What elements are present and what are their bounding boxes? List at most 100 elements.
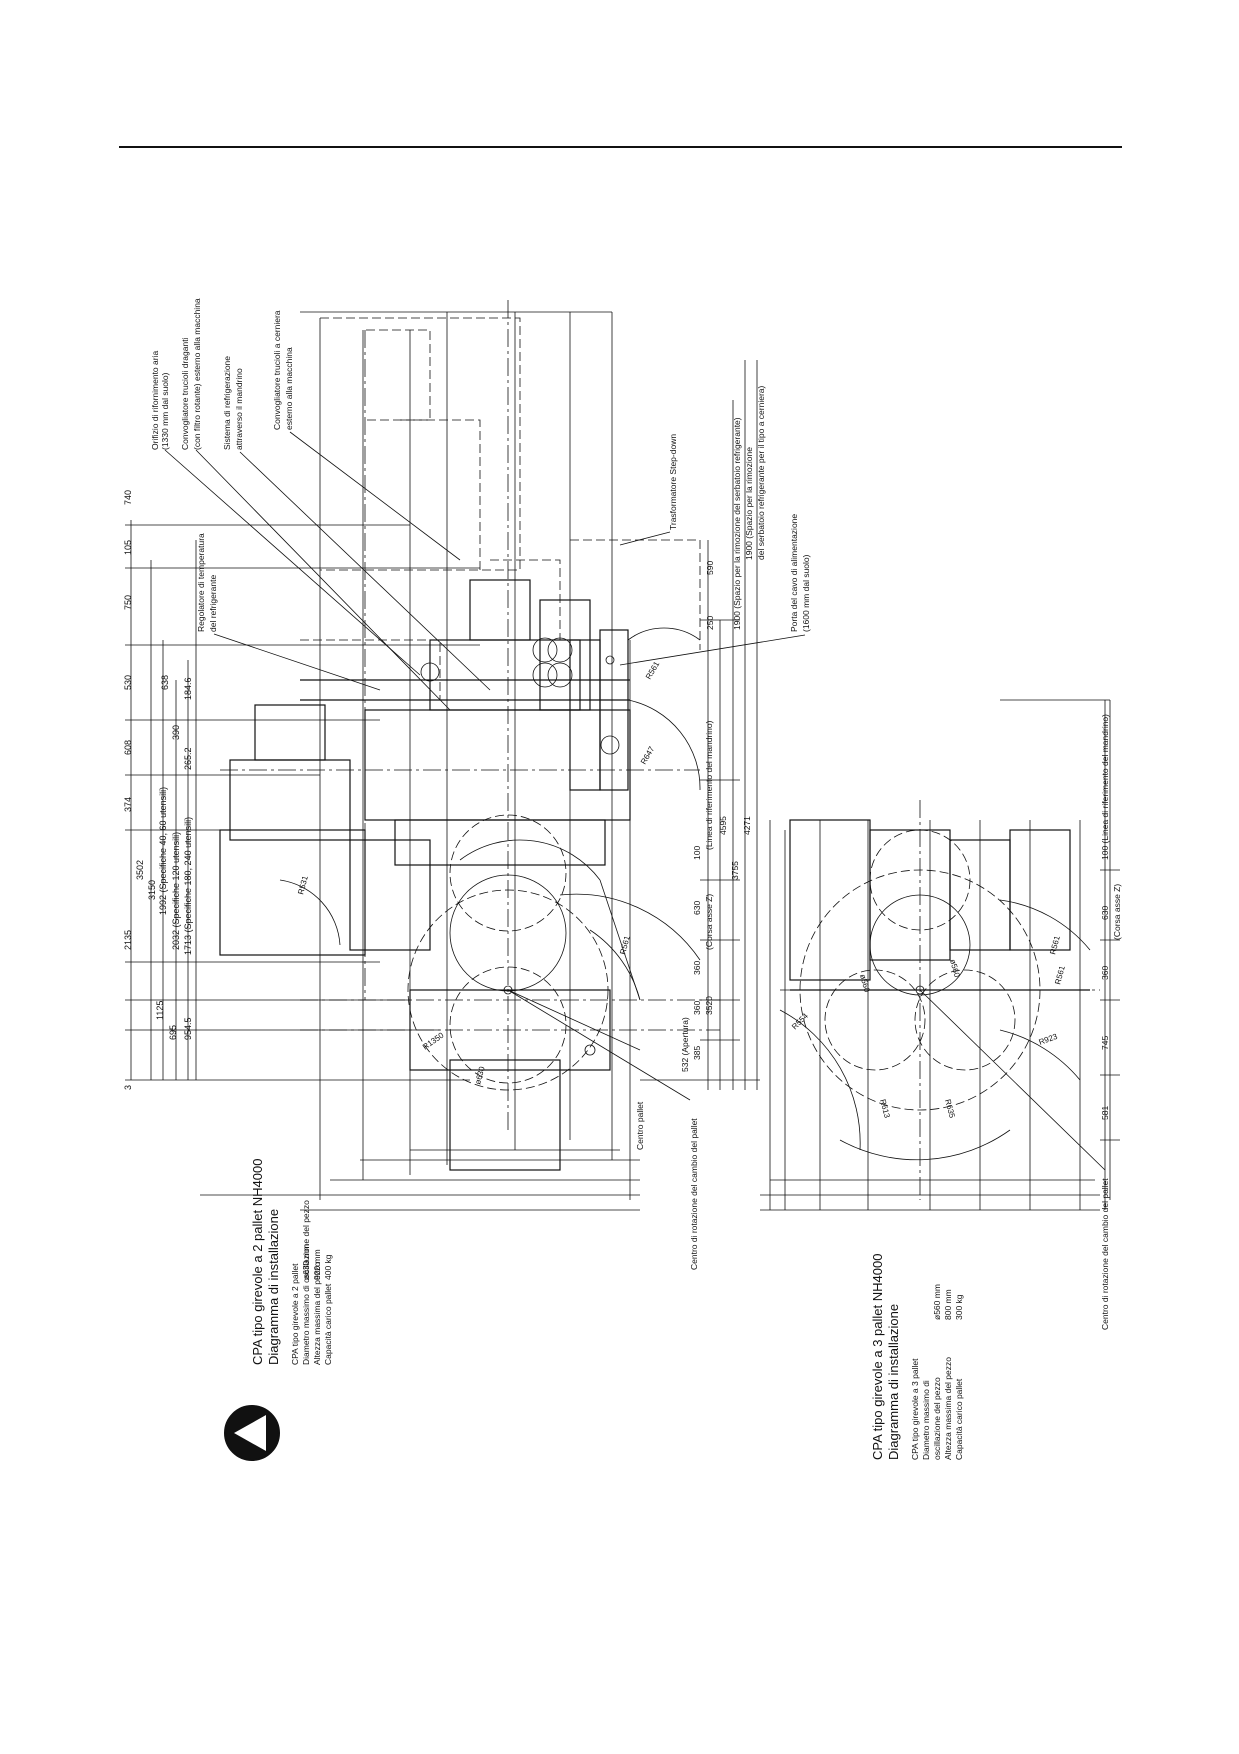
dim-590: 590 <box>705 561 715 575</box>
callout-coolant-spindle-note: attraverso il mandrino <box>234 368 244 450</box>
dim-374: 374 <box>123 797 133 812</box>
drawing-2pallet: 740 105 750 530 608 374 2135 1125 695 3 … <box>123 298 811 1365</box>
spec-height-value-2p: 900 mm <box>312 1249 322 1280</box>
dim-1992: 1992 (Specifiche 40, 60 utensili) <box>158 787 168 915</box>
spec-load-value-2p: 400 kg <box>323 1254 333 1280</box>
dim-1713: 1713 (Specifiche 180, 240 utensili) <box>183 817 193 955</box>
dim-3p-360: 360 <box>1100 966 1110 980</box>
dim-360-a: 360 <box>692 961 702 975</box>
label-z-axis-stroke: (Corsa asse Z) <box>704 894 714 950</box>
dimension-texts-3p: 100 (Linea di riferimento del mandrino) … <box>1100 714 1122 1120</box>
pallet-swing-area-3p <box>779 829 1091 1161</box>
dim-3p-z-stroke: (Corsa asse Z) <box>1112 884 1122 940</box>
title-3pallet: CPA tipo girevole a 3 pallet NH4000 <box>870 1254 885 1460</box>
dimension-lines-left <box>125 520 480 1081</box>
label-rotation-center-3p: Centro di rotazione del cambio del palle… <box>1100 1178 1110 1330</box>
radius-3p-o560-b: ø560 <box>948 958 962 978</box>
radius-3p-r561-a: R561 <box>1048 934 1062 955</box>
dim-100: 100 <box>692 846 702 860</box>
radius-3p-r923: R923 <box>1038 1032 1060 1047</box>
dim-3p-630: 630 <box>1100 906 1110 920</box>
radius-r561-a: R561 <box>644 659 662 681</box>
spec-load-value-3p: 300 kg <box>954 1294 964 1320</box>
spec-block-3p: CPA tipo girevole a 3 pallet NH4000 Diag… <box>870 1254 964 1460</box>
spec-height-value-3p: 800 mm <box>943 1289 953 1320</box>
radius-r1350: R1350 <box>421 1030 446 1051</box>
machine-body <box>219 579 631 1171</box>
dim-638: 638 <box>160 675 170 690</box>
dim-3: 3 <box>123 1085 133 1090</box>
dim-750: 750 <box>123 595 133 610</box>
spec-swing-value-2p: ø630 mm <box>301 1244 311 1280</box>
callouts-top: Orifizio di rifornimento aria (1330 mm d… <box>150 298 811 632</box>
drawing-3pallet: R561 R561 R554 R613 R923 R635 ø560 ø560 … <box>760 699 1122 1460</box>
dim-385: 385 <box>692 1046 702 1060</box>
center-callout-3p: Centro di rotazione del cambio del palle… <box>919 989 1110 1330</box>
radius-o630: ø630 <box>473 1065 487 1085</box>
dim-1125: 1125 <box>155 1001 165 1020</box>
triangle-in-circle-logo <box>224 1405 280 1461</box>
dim-184-6: 184.6 <box>183 677 193 700</box>
dimension-lines-right <box>640 360 760 1090</box>
callout-tank-space: 1900 (Spazio per la rimozione del serbat… <box>732 417 742 630</box>
dim-3p-581: 581 <box>1100 1106 1110 1120</box>
radius-labels-2p: R561 R647 R561 R531 R1350 ø630 <box>296 659 661 1085</box>
dim-740: 740 <box>123 490 133 505</box>
spec-load-label-3p: Capacità carico pallet <box>954 1378 964 1460</box>
dim-250: 250 <box>705 616 715 630</box>
dim-390: 390 <box>171 725 181 740</box>
spec-swing-label-2p: Diametro massimo di oscillazione del pez… <box>301 1200 311 1365</box>
radius-labels-3p: R561 R561 R554 R613 R923 R635 ø560 ø560 <box>790 934 1067 1119</box>
radius-3p-r561-b: R561 <box>1053 964 1067 985</box>
callout-coolant-temp: Regolatore di temperatura <box>196 533 206 632</box>
spec-swing-label-a-3p: Diametro massimo di <box>921 1380 931 1460</box>
pump-circles <box>420 637 620 755</box>
center-callouts-2p: Centro pallet Centro di rotazione del ca… <box>507 989 699 1270</box>
dim-3502: 3502 <box>135 860 145 880</box>
dim-532: 532 (Apertura) <box>680 1017 690 1072</box>
subtitle-3pallet: Diagramma di installazione <box>886 1304 901 1460</box>
dim-4595: 4595 <box>718 816 728 835</box>
optional-equipment-outlines <box>300 317 701 700</box>
callout-hinge-note: esterno alla macchina <box>284 347 294 430</box>
machine-envelope <box>200 311 640 1211</box>
spec-height-label-3p: Altezza massima del pezzo <box>943 1357 953 1460</box>
label-pallet-center: Centro pallet <box>635 1101 645 1150</box>
radius-3p-r613: R613 <box>878 1098 892 1119</box>
dim-530: 530 <box>123 675 133 690</box>
dim-3p-100: 100 (Linea di riferimento del mandrino) <box>1100 714 1110 860</box>
pallet-swing-area <box>279 627 701 1091</box>
dimension-texts-right: 590 250 100 630 360 360 385 532 (Apertur… <box>680 561 752 1072</box>
spec-swing-label-b-3p: oscillazione del pezzo <box>932 1377 942 1460</box>
spec-load-label-2p: Capacità carico pallet <box>323 1283 333 1365</box>
dim-608: 608 <box>123 740 133 755</box>
dim-4271: 4271 <box>742 816 752 835</box>
dim-2135: 2135 <box>123 930 133 950</box>
centerlines-3p <box>780 800 1100 1200</box>
spec-swing-value-3p: ø560 mm <box>932 1284 942 1320</box>
callout-air: Orifizio di rifornimento aria <box>150 351 160 450</box>
spec-type-2p: CPA tipo girevole a 2 pallet <box>290 1263 300 1365</box>
dimension-texts-left: 740 105 750 530 608 374 2135 1125 695 3 … <box>123 490 193 1090</box>
callout-power: Porta del cavo di alimentazione <box>789 514 799 632</box>
dim-105: 105 <box>123 540 133 555</box>
dim-360-b: 360 <box>692 1001 702 1015</box>
radius-r647: R647 <box>639 744 657 766</box>
callout-hinge: Convogliatore trucioli a cerniera <box>272 310 282 430</box>
dim-954-5: 954.5 <box>183 1017 193 1040</box>
subtitle-2pallet: Diagramma di installazione <box>266 1209 281 1365</box>
callout-power-note: (1600 mm dal suolo) <box>801 554 811 632</box>
radius-3p-r635: R635 <box>943 1098 957 1119</box>
centerlines <box>220 300 720 1130</box>
dim-3150: 3150 <box>147 880 157 900</box>
radius-r531: R531 <box>296 874 310 895</box>
callout-tank-space-c: del serbatoio refrigerante per il tipo a… <box>756 385 766 560</box>
dim-3520: 3520 <box>704 996 714 1015</box>
dim-695: 695 <box>168 1025 178 1040</box>
spec-type-3p: CPA tipo girevole a 3 pallet <box>910 1358 920 1460</box>
callout-coolant-temp-note: del refrigerante <box>208 575 218 632</box>
callout-chip-drag: Convogliatore trucioli draganti <box>180 337 190 450</box>
callout-transformer: Trasformatore Step-down <box>668 434 678 530</box>
title-2pallet: CPA tipo girevole a 2 pallet NH4000 <box>250 1159 265 1365</box>
